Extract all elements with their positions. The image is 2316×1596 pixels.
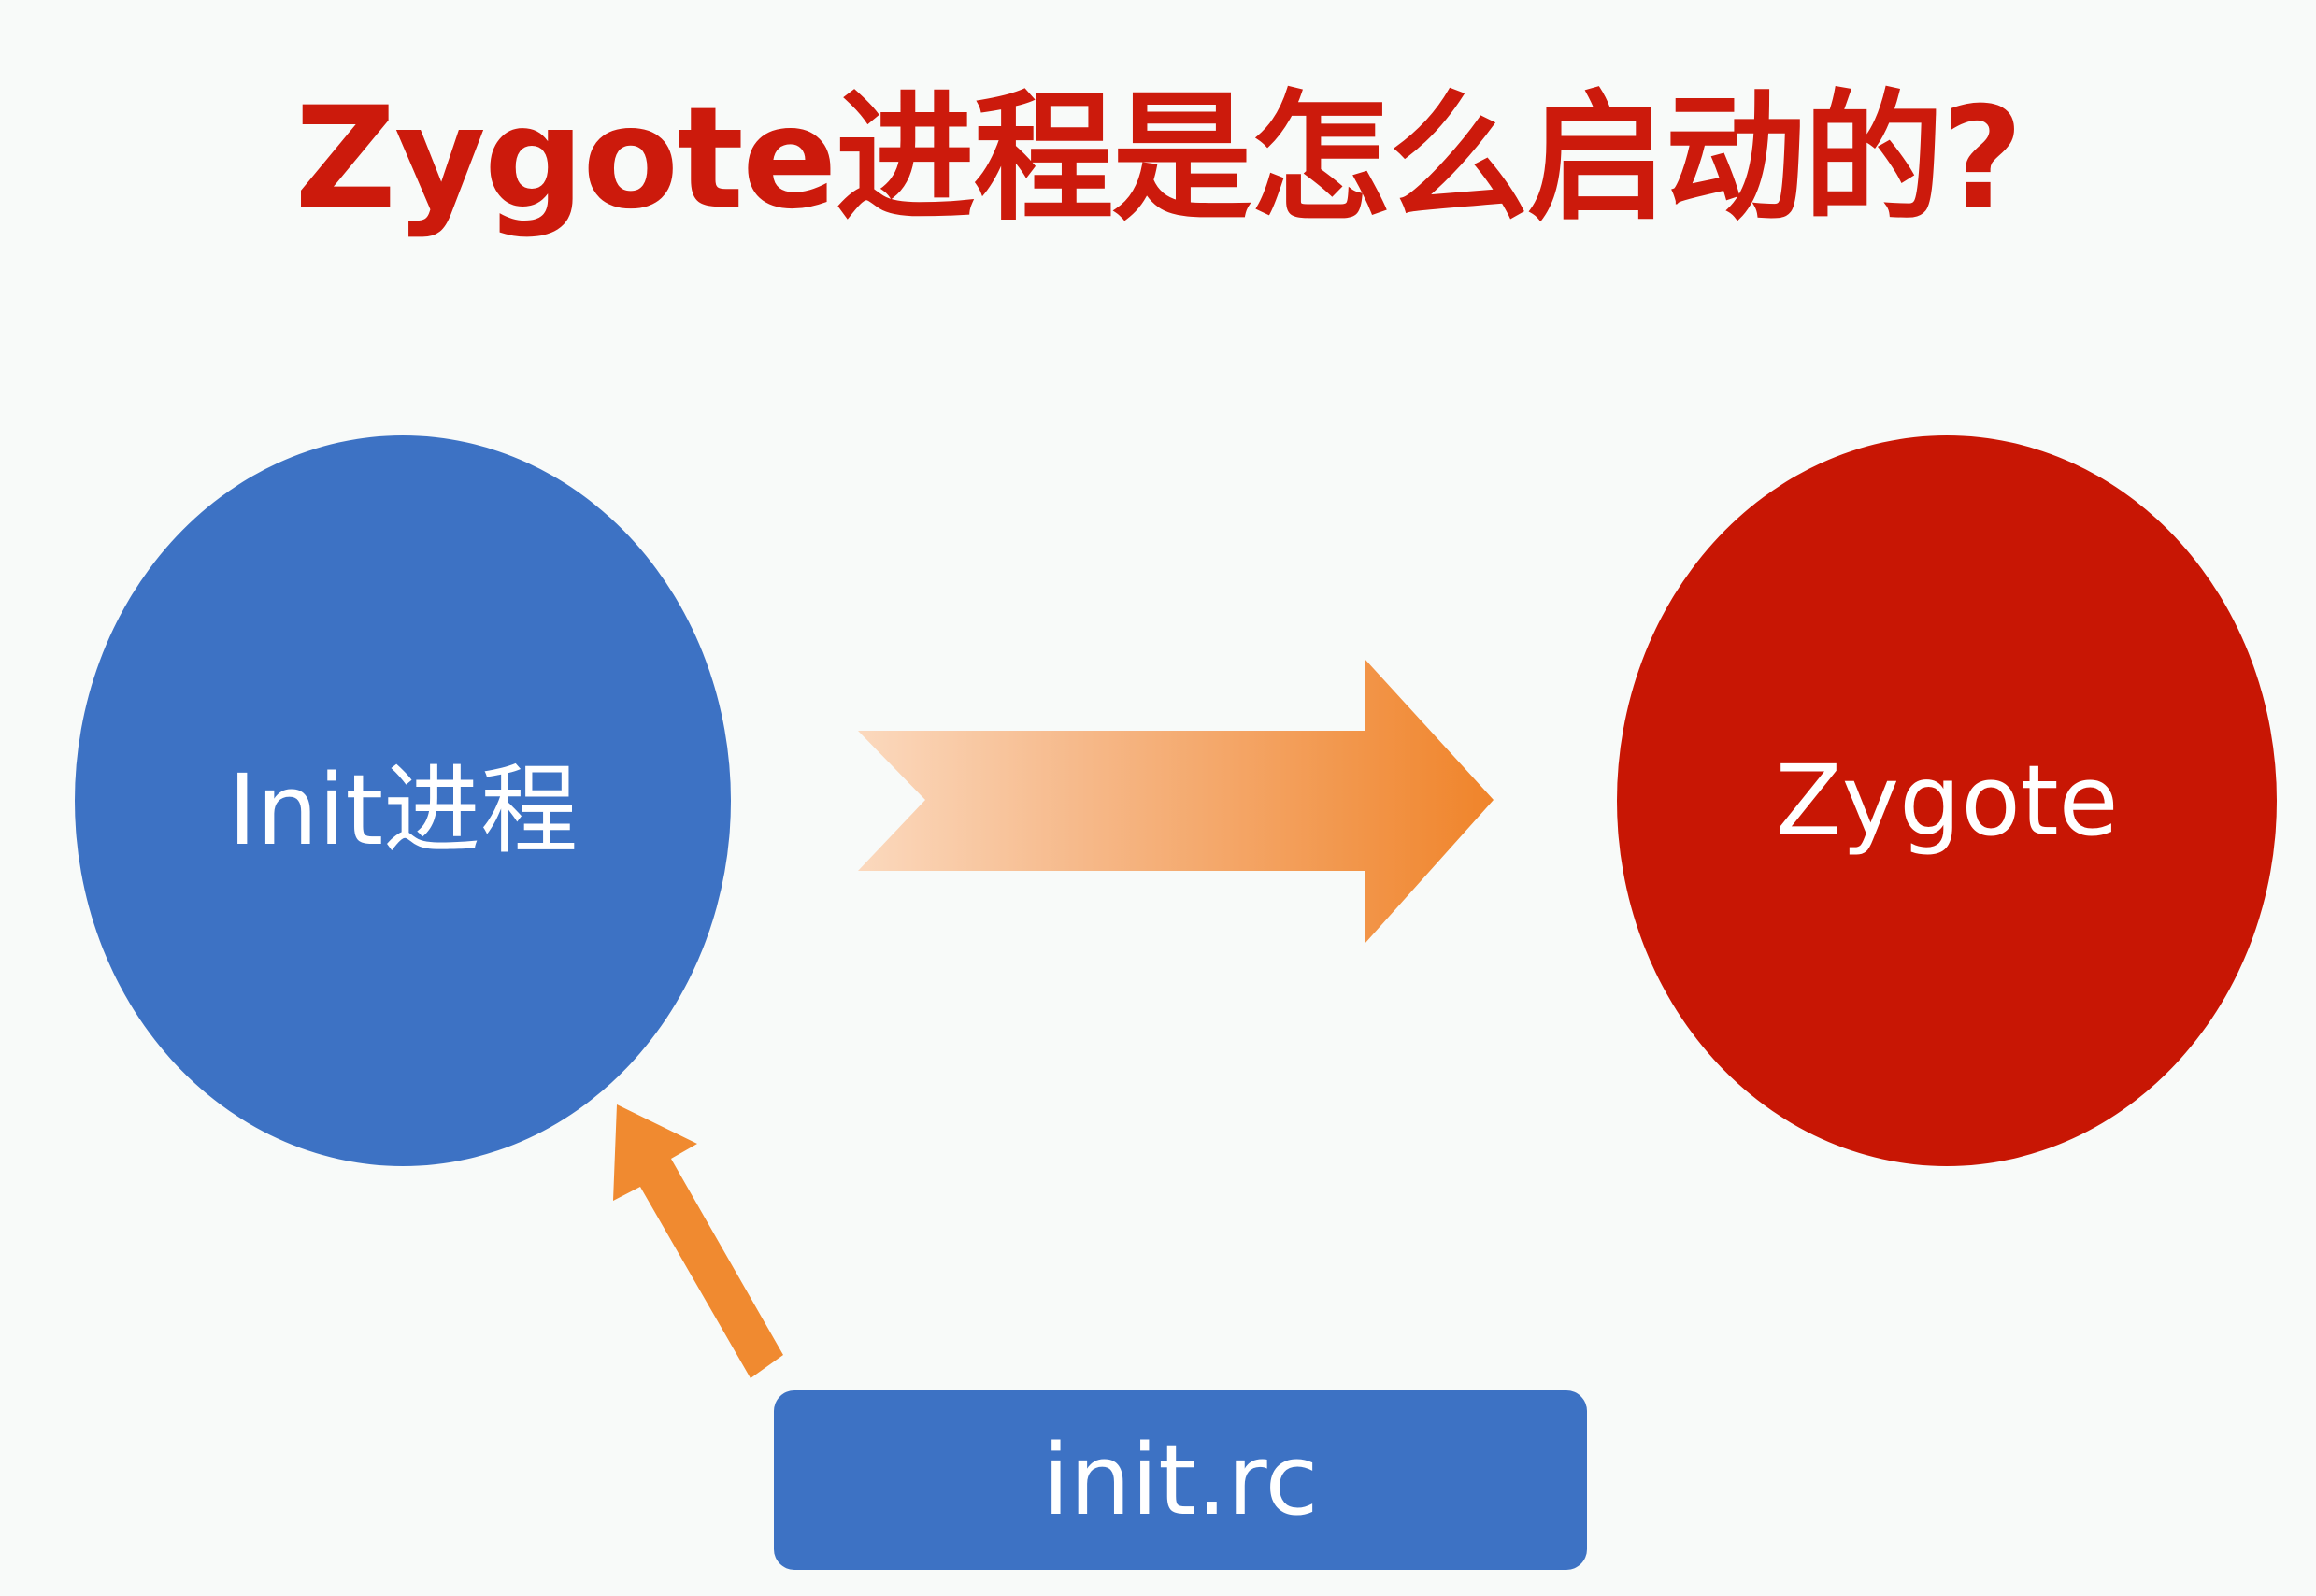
init-rc-label: init.rc bbox=[1042, 1423, 1319, 1537]
config-to-init-arrow bbox=[613, 1104, 783, 1378]
page-title: Zygote进程是怎么启动的? bbox=[294, 78, 2023, 240]
init-process-label: Init进程 bbox=[227, 752, 579, 867]
zygote-node: Zygote bbox=[1617, 435, 2277, 1166]
init-rc-box: init.rc bbox=[774, 1390, 1587, 1570]
init-to-zygote-arrow bbox=[858, 659, 1494, 944]
init-process-node: Init进程 bbox=[75, 435, 731, 1166]
zygote-label: Zygote bbox=[1775, 744, 2119, 858]
